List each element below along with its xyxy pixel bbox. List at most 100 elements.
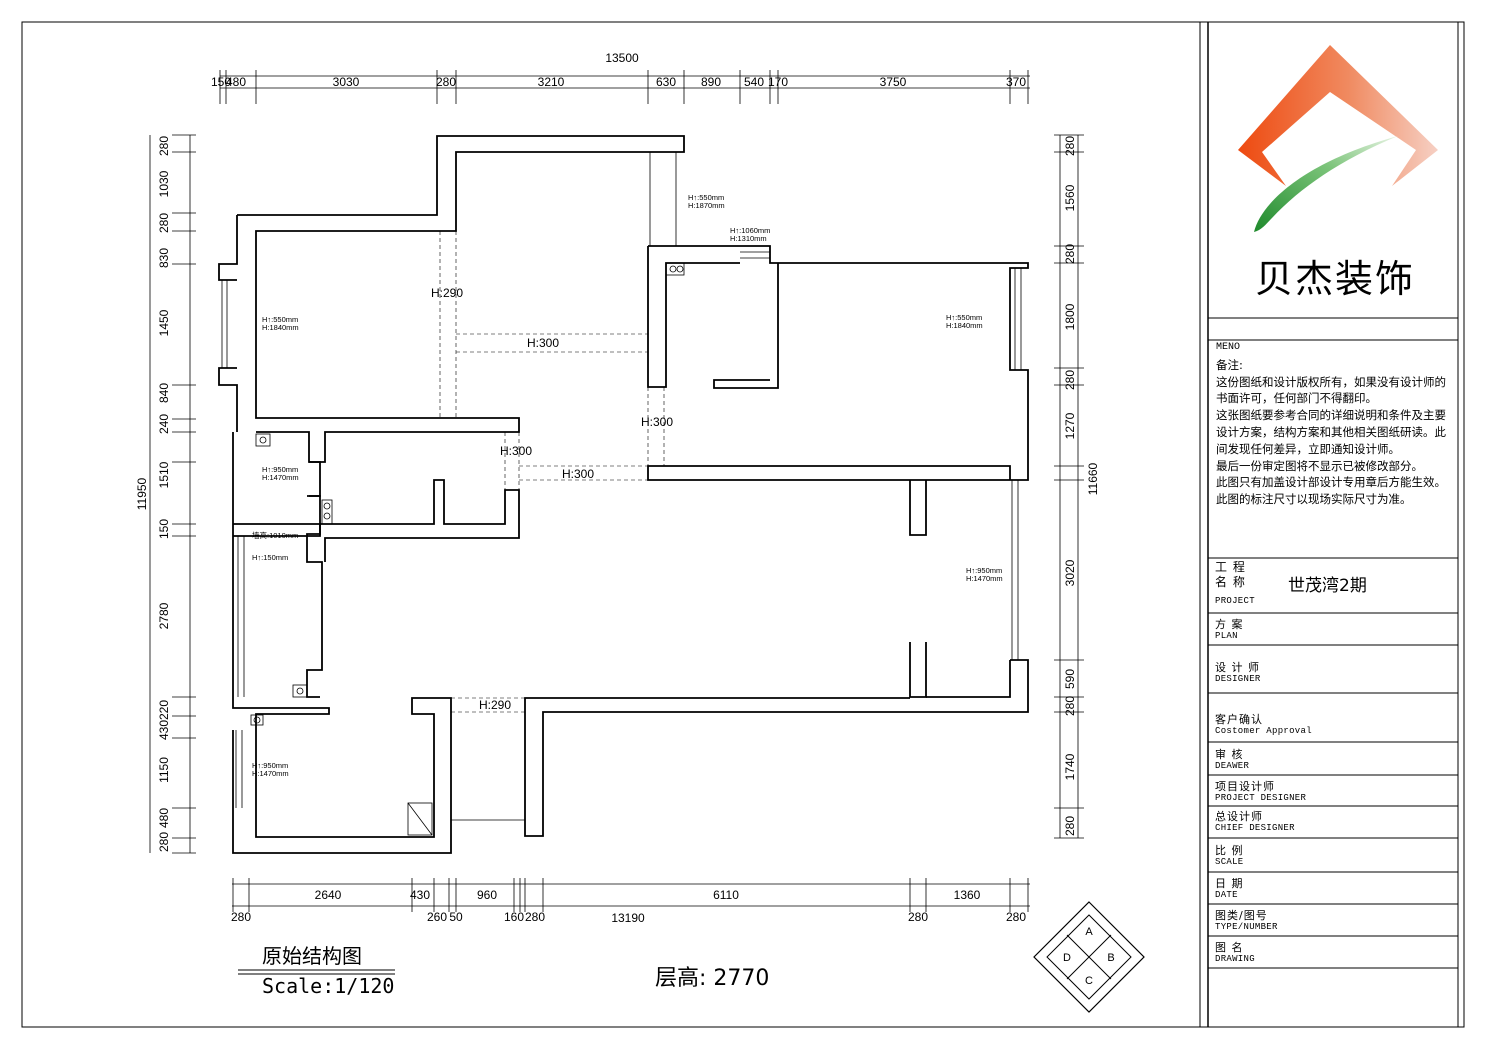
left-dim-1: 1030 xyxy=(157,170,171,197)
compass-rose: A B C D xyxy=(1033,901,1145,1013)
bottom-dim-lower-5: 280 xyxy=(908,910,928,924)
compass-a: A xyxy=(1085,926,1093,938)
title-row-label-en: SCALE xyxy=(1215,857,1244,867)
title-row-label-cn: 总设计师 xyxy=(1215,810,1263,823)
bottom-dim-2: 960 xyxy=(477,888,497,902)
dimension-ticks xyxy=(172,70,1084,912)
bottom-dim-lower-4: 280 xyxy=(525,910,545,924)
window-note-5: 墙高:1010mm xyxy=(252,530,298,540)
bottom-dim-lower-2: 50 xyxy=(449,910,463,924)
top-dim-8: 170 xyxy=(768,75,788,89)
window-note-6: H↑:150mm xyxy=(252,553,288,562)
left-dim-4: 1450 xyxy=(157,309,171,336)
title-row-label-cn: 图 名 xyxy=(1215,941,1244,954)
left-total-dim: 11950 xyxy=(135,477,149,510)
left-dim-8: 150 xyxy=(157,519,171,539)
window-note-line: H↑:950mm xyxy=(966,566,1002,575)
bottom-dim-0: 2640 xyxy=(315,888,342,902)
window-note-line: H↑:550mm xyxy=(688,193,724,202)
right-dim-10: 280 xyxy=(1063,816,1077,836)
left-dim-6: 240 xyxy=(157,414,171,434)
window-note-line: H:1470mm xyxy=(262,473,299,482)
top-dim-10: 370 xyxy=(1006,75,1026,89)
beam-label-5: H:290 xyxy=(479,698,511,712)
notes-heading: MENO xyxy=(1216,342,1241,353)
top-dim-9: 3750 xyxy=(880,75,907,89)
drawing-scale: Scale:1/120 xyxy=(262,974,395,998)
top-dim-0: 150 xyxy=(211,75,231,89)
top-dim-2: 3030 xyxy=(333,75,360,89)
right-total-dim: 11660 xyxy=(1086,462,1100,495)
dimension-lines xyxy=(149,75,1079,907)
bottom-dim-1: 430 xyxy=(410,888,430,902)
right-dim-0: 280 xyxy=(1063,136,1077,156)
fixtures xyxy=(250,262,685,836)
bottom-dim-lower-3: 160 xyxy=(504,910,524,924)
window-note-line: H↑:550mm xyxy=(946,313,982,322)
drawing-title: 原始结构图 xyxy=(262,944,362,968)
notes-line-2: 这张图纸要参考合同的详细说明和条件及主要设计方案，结构方案和其他相关图纸研读。此… xyxy=(1216,408,1446,456)
top-total-dim: 13500 xyxy=(605,51,639,65)
left-dim-11: 430 xyxy=(157,720,171,740)
right-dim-4: 280 xyxy=(1063,370,1077,390)
compass-b: B xyxy=(1107,952,1114,964)
title-row-label-cn: 设 计 师 xyxy=(1215,661,1260,674)
window-note-line: H:1470mm xyxy=(252,769,289,778)
window-note-line: H:1470mm xyxy=(966,574,1003,583)
top-dim-7: 540 xyxy=(744,75,764,89)
title-block-grid xyxy=(1208,317,1458,969)
beam-label-2: H:300 xyxy=(641,415,673,429)
notes-line-3: 最后一份审定图将不显示已被修改部分。 xyxy=(1216,458,1423,473)
title-row-label-cn: 客户确认 xyxy=(1215,713,1263,726)
left-dim-5: 840 xyxy=(157,383,171,403)
left-dim-14: 280 xyxy=(157,832,171,852)
window-note-line: H:1310mm xyxy=(730,234,767,243)
beam-label-0: H:290 xyxy=(431,286,463,300)
top-dim-4: 3210 xyxy=(538,75,565,89)
window-note-line: H↑:550mm xyxy=(262,315,298,324)
notes-line-1: 这份图纸和设计版权所有，如果没有设计师的书面许可，任何部门不得翻印。 xyxy=(1216,374,1446,406)
right-dim-9: 1740 xyxy=(1063,753,1077,780)
beam-label-1: H:300 xyxy=(527,336,559,350)
left-dim-10: 220 xyxy=(157,700,171,720)
title-row-label-cn: 图类/图号 xyxy=(1215,909,1268,922)
title-row-label-en: DRAWING xyxy=(1215,954,1255,964)
title-row-label-cn: 审 核 xyxy=(1215,748,1244,761)
right-dim-6: 3020 xyxy=(1063,559,1077,586)
title-row-label-en: CHIEF DESIGNER xyxy=(1215,823,1295,833)
title-row-label-cn: 比 例 xyxy=(1215,844,1244,857)
title-row-label-en: DEAWER xyxy=(1215,761,1250,771)
right-dim-7: 590 xyxy=(1063,669,1077,689)
beam-label-4: H:300 xyxy=(562,467,594,481)
left-dim-3: 830 xyxy=(157,248,171,268)
right-dim-2: 280 xyxy=(1063,244,1077,264)
bottom-dim-3: 6110 xyxy=(713,888,739,902)
project-label-en: PROJECT xyxy=(1215,596,1255,606)
notes-label: 备注: xyxy=(1216,357,1243,372)
bottom-dim-lower-1: 260 xyxy=(427,910,447,924)
project-value: 世茂湾2期 xyxy=(1288,576,1367,596)
beam-label-3: H:300 xyxy=(500,444,532,458)
window-note-line: H↑:150mm xyxy=(252,553,288,562)
window-note-line: H:1840mm xyxy=(946,321,983,330)
title-row-label-en: TYPE/NUMBER xyxy=(1215,922,1278,932)
title-row-label-en: DATE xyxy=(1215,890,1238,900)
title-row-label-en: PLAN xyxy=(1215,631,1238,641)
window-note-line: 墙高:1010mm xyxy=(252,530,298,540)
notes-block: MENO 备注: 这份图纸和设计版权所有，如果没有设计师的书面许可，任何部门不得… xyxy=(1216,340,1452,508)
title-row-label-cn: 方 案 xyxy=(1215,618,1244,631)
title-row-label-en: DESIGNER xyxy=(1215,674,1261,684)
compass-d: D xyxy=(1063,952,1071,964)
compass-c: C xyxy=(1085,975,1093,987)
bottom-total-dim: 13190 xyxy=(611,911,645,925)
brand-name: 贝杰装饰 xyxy=(1254,257,1415,301)
right-dim-8: 280 xyxy=(1063,696,1077,716)
